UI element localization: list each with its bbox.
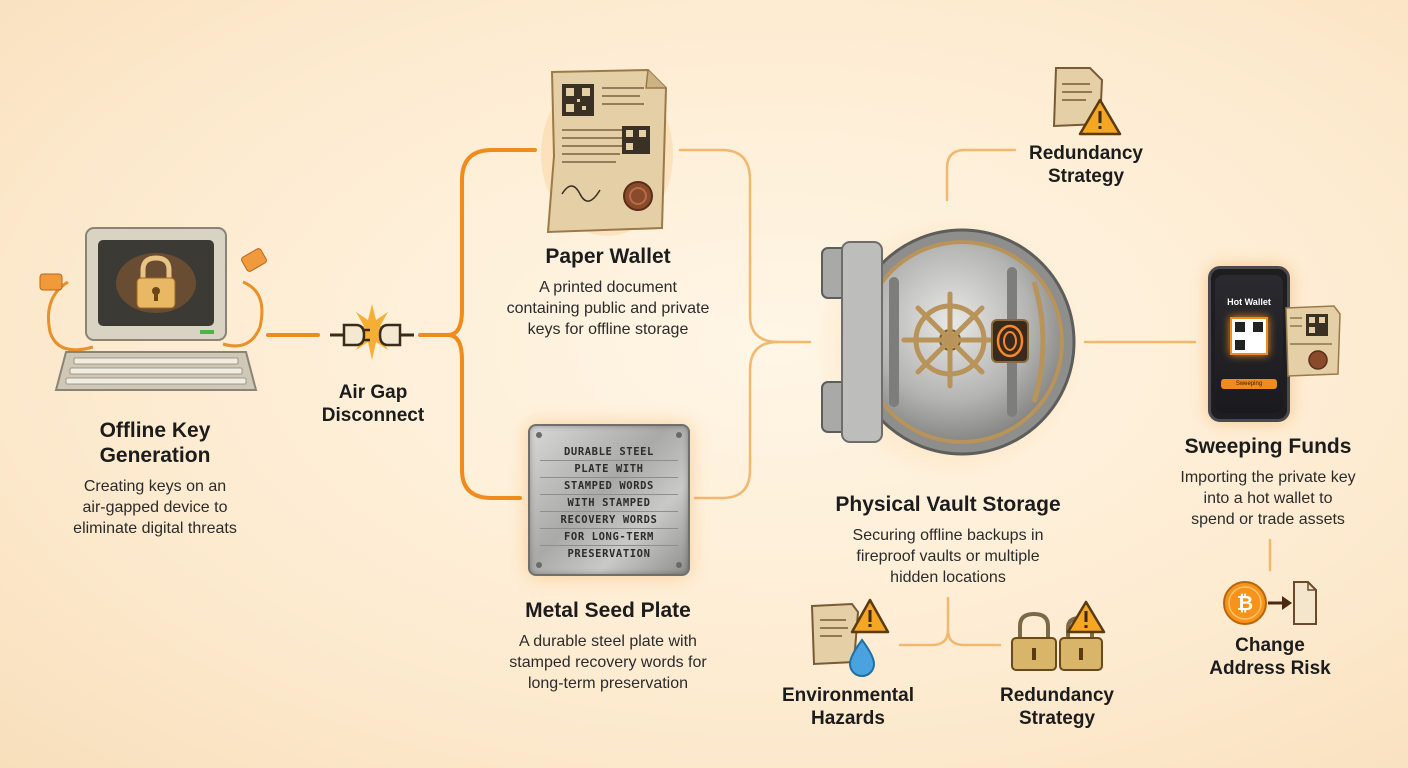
document-warning-icon xyxy=(1052,67,1122,136)
metal-plate-description: A durable steel plate with stamped recov… xyxy=(509,633,707,692)
plate-rivet xyxy=(536,432,542,438)
air-gap-title: Air Gap Disconnect xyxy=(321,382,425,426)
physical-vault-storage: Physical Vault Storage Securing offline … xyxy=(808,492,1088,588)
plate-rivet xyxy=(676,562,682,568)
sweeping-button[interactable]: Sweeping xyxy=(1221,379,1277,389)
redundancy-top-title: Redundancy Strategy xyxy=(1028,143,1144,187)
bitcoin-icon: ₿ xyxy=(1223,581,1317,625)
metal-plate-title: Metal Seed Plate xyxy=(525,599,691,622)
wire-branch-to-paper xyxy=(446,148,537,337)
unplugged-connector-icon xyxy=(330,304,414,360)
paper-wallet-icon xyxy=(541,68,673,236)
plate-engraving: DURABLE STEEL PLATE WITH STAMPED WORDS W… xyxy=(530,444,688,562)
sweeping-title: Sweeping Funds xyxy=(1184,435,1352,458)
plate-line: PRESERVATION xyxy=(567,548,651,560)
offline-key-title: Offline Key Generation xyxy=(99,419,211,467)
wire-vault-to-redundancy-top xyxy=(945,148,1017,202)
wire-bottom-branch-right xyxy=(946,628,1002,647)
change-address-risk: Change Address Risk xyxy=(1192,634,1348,680)
offline-key-description: Creating keys on an air-gapped device to… xyxy=(73,478,237,537)
plate-line: DURABLE STEEL xyxy=(540,444,678,461)
qr-code-icon xyxy=(1230,317,1268,355)
vault-title: Physical Vault Storage xyxy=(835,493,1061,516)
plate-line: FOR LONG-TERM xyxy=(540,529,678,546)
metal-seed-plate: Metal Seed Plate A durable steel plate w… xyxy=(478,598,738,694)
redundancy-strategy-top: Redundancy Strategy xyxy=(1012,142,1160,188)
paper-wallet: Paper Wallet A printed document containi… xyxy=(478,244,738,340)
paper-wallet-title: Paper Wallet xyxy=(545,245,671,268)
computer-lock-icon xyxy=(39,227,267,391)
wire-vault-to-bottom-branch xyxy=(898,596,950,647)
wire-paper-to-vault xyxy=(678,148,812,344)
wire-branch-to-plate xyxy=(446,333,522,500)
redundancy-bottom-title: Redundancy Strategy xyxy=(999,685,1115,729)
environmental-hazards: Environmental Hazards xyxy=(766,684,930,730)
paper-wallet-icon xyxy=(1285,305,1341,377)
redundancy-strategy-bottom: Redundancy Strategy xyxy=(986,684,1128,730)
env-hazards-title: Environmental Hazards xyxy=(782,685,914,729)
air-gap-disconnect: Air Gap Disconnect xyxy=(308,381,438,427)
plate-rivet xyxy=(676,432,682,438)
wire-plate-to-vault xyxy=(693,340,780,500)
phone-screen: Hot Wallet Sweeping xyxy=(1215,275,1283,413)
paper-wallet-description: A printed document containing public and… xyxy=(506,279,710,338)
plate-rivet xyxy=(536,562,542,568)
plate-line: WITH STAMPED xyxy=(540,495,678,512)
svg-text:₿: ₿ xyxy=(1237,591,1253,615)
plate-line: STAMPED WORDS xyxy=(540,478,678,495)
sweeping-funds: Sweeping Funds Importing the private key… xyxy=(1150,434,1386,530)
change-address-title: Change Address Risk xyxy=(1209,635,1331,679)
vault-icon xyxy=(814,213,1086,481)
phone-header: Hot Wallet xyxy=(1227,297,1271,307)
metal-plate-icon: DURABLE STEEL PLATE WITH STAMPED WORDS W… xyxy=(528,424,690,576)
plate-line: RECOVERY WORDS xyxy=(540,512,678,529)
sweeping-description: Importing the private key into a hot wal… xyxy=(1180,469,1356,528)
offline-key-generation: Offline Key Generation Creating keys on … xyxy=(40,418,270,539)
vault-description: Securing offline backups in fireproof va… xyxy=(852,527,1044,586)
water-drop-icon xyxy=(810,598,890,677)
padlock-icon xyxy=(1011,600,1106,671)
plate-line: PLATE WITH xyxy=(540,461,678,478)
phone-icon: Hot Wallet Sweeping xyxy=(1208,266,1290,422)
